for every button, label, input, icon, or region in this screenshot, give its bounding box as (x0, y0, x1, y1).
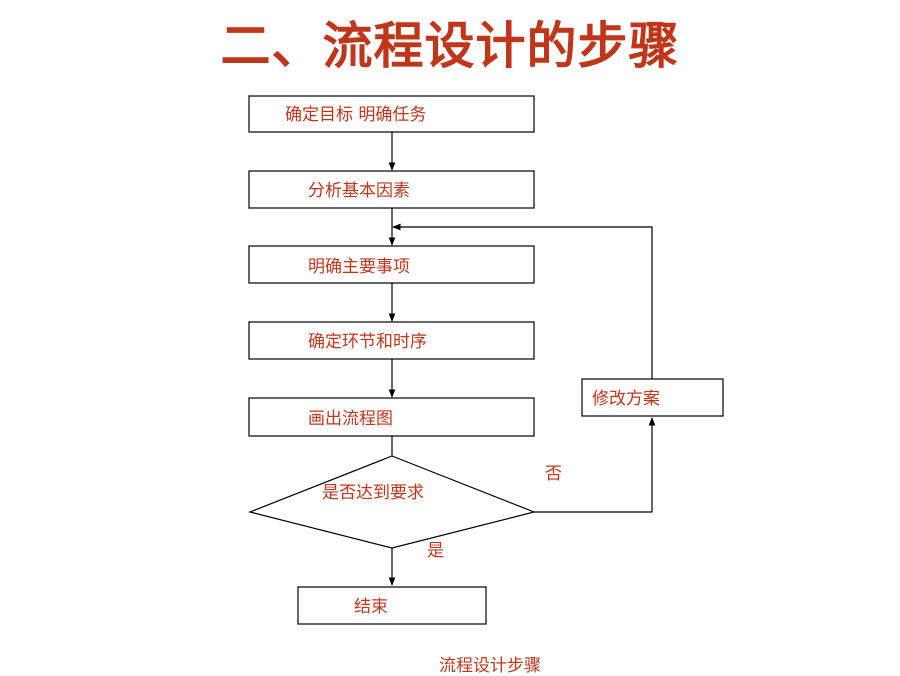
step-draw-flowchart: 画出流程图 (248, 397, 535, 437)
end-box (297, 586, 487, 625)
page-title: 二、流程设计的步骤 (220, 16, 680, 75)
step-main-items-label: 明确主要事项 (308, 257, 410, 277)
decision-label: 是否达到要求 (322, 483, 424, 503)
arrow-revise-loop (392, 223, 653, 379)
decision-requirements-met: 是否达到要求 (248, 455, 536, 549)
step-stages-sequence-box (248, 321, 535, 360)
end-node: 结束 (297, 586, 487, 625)
step-stages-sequence: 确定环节和时序 (248, 321, 535, 360)
step-analyze-factors-label: 分析基本因素 (308, 181, 410, 201)
step-define-goal-label: 确定目标 明确任务 (285, 105, 426, 125)
step-draw-flowchart-box (248, 397, 535, 437)
revise-node: 修改方案 (581, 378, 724, 417)
step-stages-sequence-label: 确定环节和时序 (308, 332, 427, 352)
step-analyze-factors: 分析基本因素 (248, 170, 535, 209)
revise-label: 修改方案 (592, 389, 660, 409)
revise-box (581, 378, 724, 417)
no-label: 否 (545, 464, 562, 484)
step-draw-flowchart-label: 画出流程图 (308, 409, 393, 429)
end-label: 结束 (354, 597, 388, 617)
step-main-items-box (248, 245, 535, 284)
step-define-goal: 确定目标 明确任务 (248, 95, 535, 133)
step-define-goal-box (248, 95, 535, 133)
arrow-decision-revise (534, 417, 656, 513)
figure-caption: 流程设计步骤 (439, 656, 541, 676)
step-main-items: 明确主要事项 (248, 245, 535, 284)
yes-label: 是 (427, 541, 444, 561)
